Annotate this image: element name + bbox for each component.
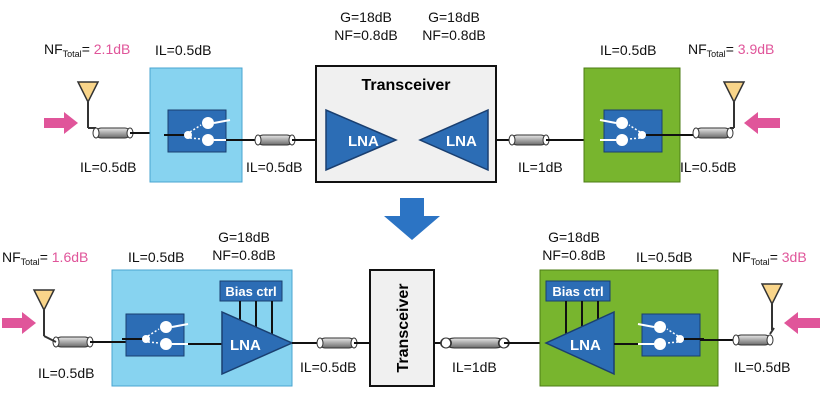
bottom-left-lna-gain: G=18dB — [218, 229, 270, 245]
bottom-left-antenna-icon — [33, 289, 55, 337]
top-lna-left: LNA — [325, 108, 398, 172]
bottom-transceiver-box — [369, 269, 435, 387]
svg-text:Bias ctrl: Bias ctrl — [225, 284, 276, 299]
top-left-antenna-icon — [77, 81, 99, 129]
bottom-right-cable-il: IL=0.5dB — [734, 359, 790, 375]
top-right-switch-icon — [599, 109, 667, 153]
bottom-right-input-arrow-icon — [784, 312, 820, 334]
bottom-left-cable-1-il: IL=0.5dB — [38, 365, 94, 381]
bottom-right-nf-label: NFTotal= 3dB — [732, 249, 807, 267]
top-left-switch-icon — [163, 109, 231, 153]
bottom-right-switch-icon — [637, 313, 705, 357]
svg-text:Bias ctrl: Bias ctrl — [552, 284, 603, 299]
svg-text:LNA: LNA — [446, 133, 477, 150]
svg-text:LNA: LNA — [570, 337, 601, 354]
bottom-right-lna-gain: G=18dB — [548, 229, 600, 245]
top-right-cable-2-il: IL=0.5dB — [680, 159, 736, 175]
bottom-left-cable-2 — [316, 337, 358, 349]
bottom-left-switch-icon — [121, 313, 189, 357]
bottom-right-bias-ctrl: Bias ctrl — [545, 280, 611, 338]
top-lna-left-gain: G=18dB — [340, 9, 392, 25]
top-right-cable-1 — [508, 134, 550, 146]
bottom-left-cable-1 — [52, 336, 94, 348]
bottom-left-lna-nf: NF=0.8dB — [212, 247, 275, 263]
top-left-input-arrow-icon — [44, 112, 78, 134]
svg-text:LNA: LNA — [348, 133, 379, 150]
top-right-nf-label: NFTotal= 3.9dB — [688, 41, 774, 59]
top-left-cable-1-il: IL=0.5dB — [80, 159, 136, 175]
bottom-right-cable — [732, 334, 774, 346]
bottom-right-lna: LNA — [544, 310, 615, 376]
bottom-right-lna-nf: NF=0.8dB — [542, 247, 605, 263]
transition-down-arrow-icon — [384, 198, 440, 240]
top-lna-right-gain: G=18dB — [428, 9, 480, 25]
bottom-left-bias-ctrl: Bias ctrl — [219, 280, 283, 340]
top-lna-right-nf: NF=0.8dB — [422, 27, 485, 43]
bottom-middle-cable-il: IL=1dB — [452, 359, 497, 375]
svg-text:LNA: LNA — [230, 337, 261, 354]
bottom-right-switch-il: IL=0.5dB — [636, 249, 692, 265]
top-left-switch-il: IL=0.5dB — [155, 42, 211, 58]
top-right-cable-1-il: IL=1dB — [518, 159, 563, 175]
bottom-middle-cable — [440, 337, 510, 349]
top-lna-right: LNA — [418, 108, 489, 172]
bottom-left-lna: LNA — [221, 310, 294, 376]
bottom-transceiver-label: Transceiver — [395, 284, 412, 373]
bottom-left-cable-2-il: IL=0.5dB — [300, 359, 356, 375]
top-left-nf-label: NFTotal= 2.1dB — [44, 41, 130, 59]
top-right-cable-2 — [692, 127, 734, 139]
top-lna-left-nf: NF=0.8dB — [334, 27, 397, 43]
bottom-left-nf-label: NFTotal= 1.6dB — [2, 249, 88, 267]
top-left-cable-1 — [92, 127, 134, 139]
top-transceiver-label: Transceiver — [362, 77, 451, 94]
top-right-antenna-icon — [723, 81, 745, 129]
bottom-right-antenna-icon — [761, 283, 783, 331]
bottom-left-input-arrow-icon — [2, 312, 36, 334]
top-left-cable-2 — [254, 134, 296, 146]
top-left-cable-2-il: IL=0.5dB — [246, 159, 302, 175]
top-right-switch-il: IL=0.5dB — [600, 42, 656, 58]
top-right-input-arrow-icon — [744, 112, 780, 134]
bottom-left-switch-il: IL=0.5dB — [128, 249, 184, 265]
